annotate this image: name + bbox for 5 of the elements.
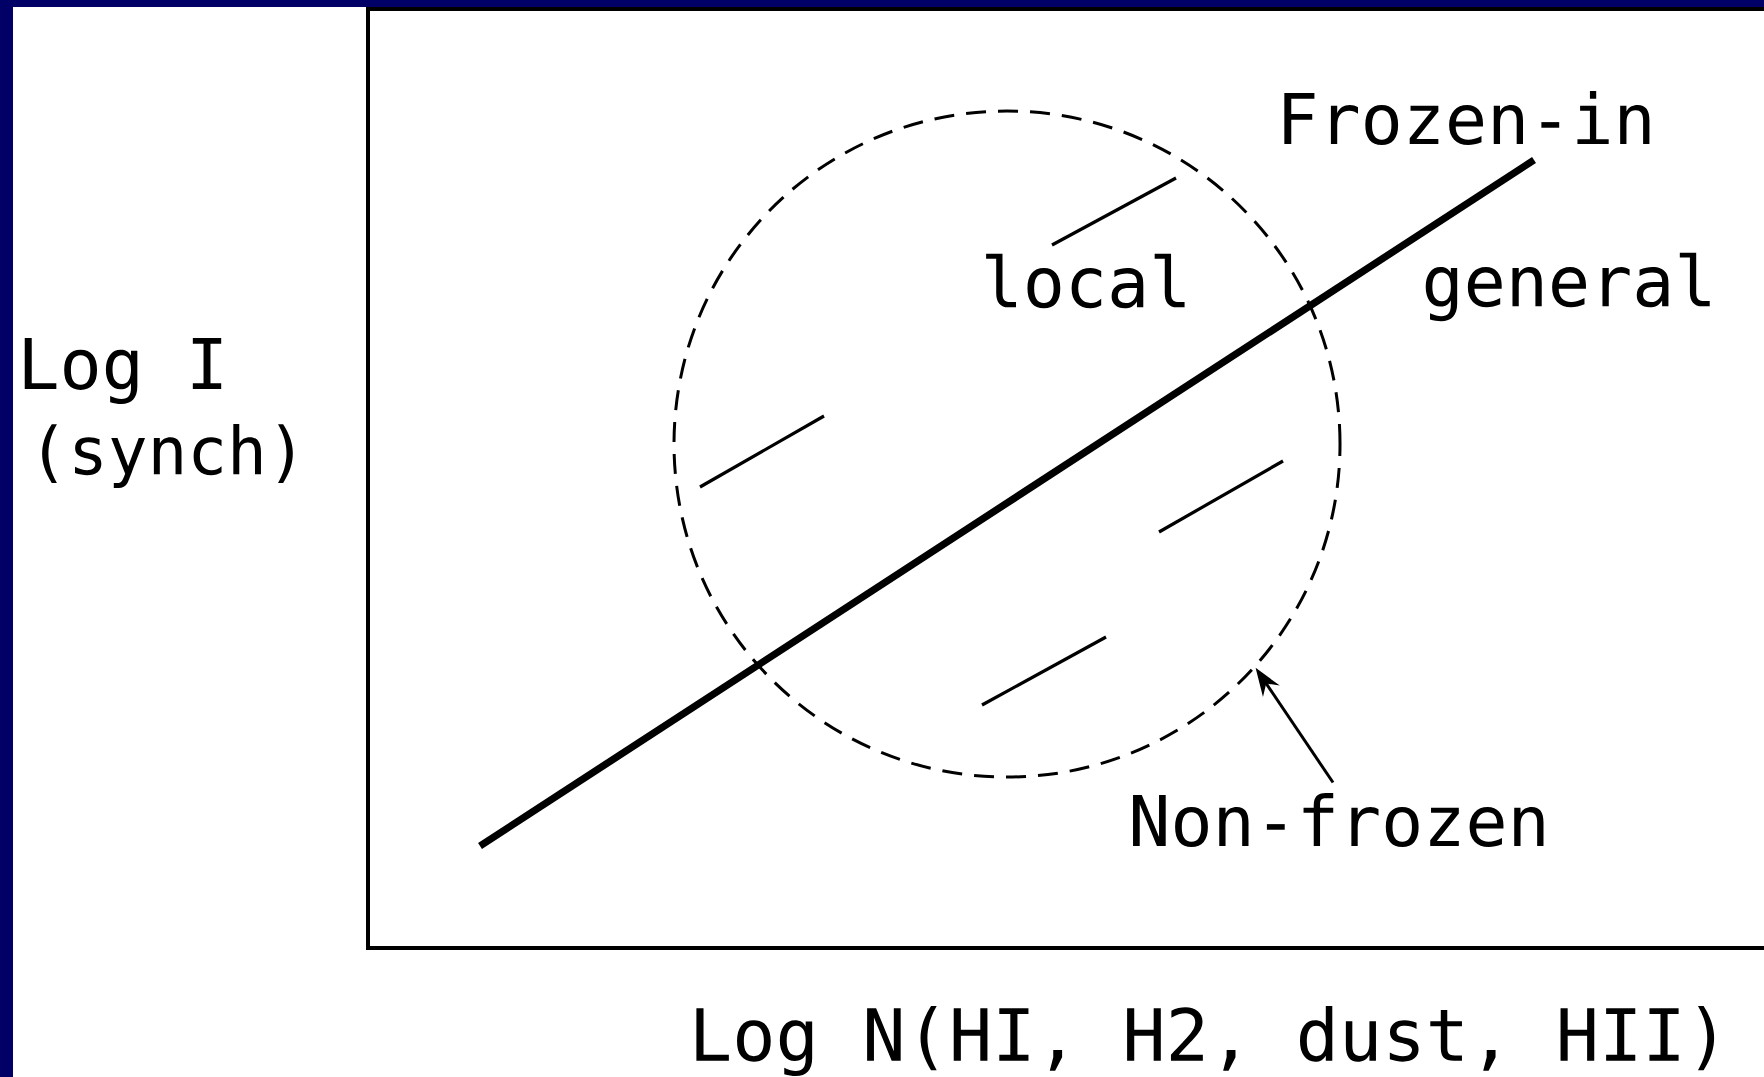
axis-label: general [1425, 252, 1710, 322]
axis-label: (synch) [42, 424, 293, 488]
callout-text: Non-frozen [1133, 792, 1544, 848]
axis-label: Log N(HI, H2, dust, HII) [696, 1005, 1715, 1077]
axis-label: Log I [24, 337, 222, 405]
